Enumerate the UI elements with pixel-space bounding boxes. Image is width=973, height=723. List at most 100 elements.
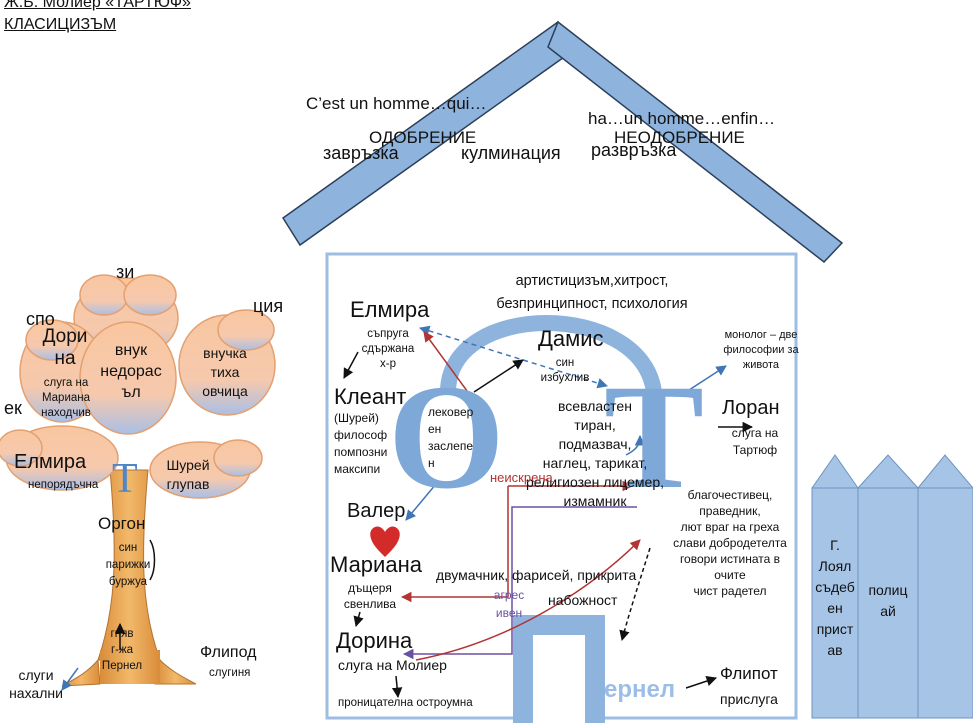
house-damis-desc-1: син (555, 357, 575, 369)
fence-loyal-6: ав (827, 642, 843, 658)
house-tartuffe-trait-1: всевластен (558, 398, 632, 414)
tree-fragment-ek: ек (4, 398, 22, 418)
house-damis-desc-2: избухлив (540, 372, 590, 384)
tree-trunk (61, 469, 197, 687)
fence-loyal-1: Г. (830, 537, 840, 553)
tree-fragment-spo: спо (26, 309, 55, 329)
house-mariana: Мариана (330, 552, 422, 577)
tree-elmira-desc: непорядъчна (28, 479, 99, 491)
fence-police: полиц ай (858, 580, 918, 622)
tree-grandson-2: недорас (100, 363, 162, 380)
big-p-shape (513, 615, 605, 723)
house-dorina: Дорина (336, 628, 413, 653)
arrow-to-tartuffe-traits (625, 434, 646, 456)
big-letter-t: Т (604, 354, 705, 520)
house-loran-desc: слуга на Тартюф (720, 425, 790, 459)
plot-climax: кулминация (461, 143, 561, 163)
house-kleant: Клеант (334, 384, 407, 409)
arrow-to-valer (405, 483, 437, 521)
house-blind: лековер ен заслепе н (428, 404, 473, 472)
house-loran-desc-2: Тартюф (732, 443, 778, 457)
arrow-to-monologue (685, 365, 727, 393)
tree-flipod-desc: слугиня (209, 667, 251, 679)
tree-elmira: Елмира (14, 451, 87, 473)
house-top-traits-1: артистицизъм,хитрост, (515, 273, 669, 289)
tree-roots-1: гняв (110, 628, 134, 640)
roof-right-beam (547, 20, 844, 264)
house-tartuffe-trait-3: подмазвач, (558, 436, 632, 452)
tree-foliage (0, 274, 276, 499)
tree-orgon-desc-2: парижки (105, 559, 151, 571)
house-loran: Лоран (722, 397, 780, 419)
tree-shurey-2: глупав (166, 476, 210, 492)
house-monologue-3: живота (742, 359, 780, 371)
house-flipot: Флипот (720, 664, 778, 683)
big-letter-o: О (388, 354, 505, 520)
tree-orgon-desc-1: син (118, 542, 138, 554)
house-mariana-desc-2: свенлива (343, 597, 397, 611)
house-valer: Валер (347, 500, 406, 522)
bracket-orgon (149, 539, 156, 581)
plot-exposition: завръзка (323, 143, 399, 163)
house-flipot-desc: прислуга (720, 691, 778, 707)
arrow-dorina-down (391, 675, 403, 699)
fence-loyal-5: прист (816, 621, 854, 637)
house-top-traits: артистицизъм,хитрост, безпринципност, пс… (472, 270, 712, 316)
tree-granddaughter-2: тиха (210, 364, 240, 380)
arrow-to-mariana (400, 486, 509, 603)
house-damis-desc: син избухлив (540, 356, 590, 386)
arrow-to-flipot (685, 676, 717, 689)
house-blind-4: н (428, 456, 435, 470)
tree-dorina: Дори на (40, 326, 90, 370)
house-monologue-2: философии за (723, 344, 799, 356)
tree-fragment-tsiya: ция (253, 296, 284, 316)
tree-granddaughter-1: внучка (203, 345, 247, 361)
fence-police-1: полиц (868, 582, 908, 598)
tree-roots-2: г-жа (110, 644, 134, 656)
tree-servants-1: слуги (18, 667, 54, 683)
house-mariana-desc-1: дъщеря (348, 581, 392, 595)
house-tartuffe-trait-2: тиран, (574, 417, 616, 433)
arrow-servants (61, 667, 79, 691)
arrow-to-elmira-red (423, 331, 471, 396)
page-title: Ж.Б. Молиер «ТАРТЮФ» (4, 0, 191, 11)
house-good-traits: благочестивец, праведник, лют враг на гр… (664, 487, 796, 599)
house-tartuffe-trait-6: измамник (563, 493, 627, 509)
tree-grandson-1: внук (114, 342, 148, 359)
tree-roots-3: Пернел (101, 660, 143, 672)
house-tartuffe-trait-5: религиозен лицемер, (525, 474, 665, 490)
fence-loyal-4: ен (827, 600, 843, 616)
house-dorina-desc: слуга на Молиер (338, 657, 447, 673)
house-kleant-desc-1: (Шурей) (334, 411, 379, 425)
house-piety: набожност (548, 592, 618, 608)
house-damis: Дамис (538, 326, 604, 351)
tree-fragment-zi: зи (116, 262, 135, 282)
arrow-to-dorina (402, 506, 637, 660)
fence-police-2: ай (880, 603, 896, 619)
tree-servants: слуги нахални (6, 666, 66, 702)
house-good-trait-2: праведник, (699, 504, 761, 518)
tree-dorina-line2: на (54, 348, 76, 369)
tree-grandson: внук недорас ъл (98, 340, 164, 403)
house-aggressive-1: агрес (493, 588, 525, 602)
fence-loyal: Г. Лоял съдеб ен прист ав (812, 535, 858, 661)
house-elmira-desc-3: х-р (380, 358, 396, 370)
roof-disapproval: НЕОДОБРЕНИЕ (614, 128, 745, 147)
house-mariana-desc: дъщеря свенлива (338, 580, 402, 612)
pernel-suffix: ернел (604, 676, 676, 703)
house-tartuffe-trait-4: наглец, тарикат, (542, 455, 648, 471)
house-monologue-1: монолог – две (724, 329, 798, 341)
house-kleant-desc: (Шурей) философ помпозни максипи (334, 410, 387, 478)
house-hypocrite: двумачник, фарисей, прикрита (436, 567, 637, 583)
tree-roots: гняв г-жа Пернел (98, 626, 146, 674)
house-good-trait-7: чист радетел (693, 584, 767, 598)
tree-granddaughter-3: овчица (202, 383, 248, 399)
heart-icon (370, 526, 400, 557)
roof-approval: ОДОБРЕНИЕ (369, 128, 477, 147)
tree-dorina-desc: слуга на Мариана находчив (34, 376, 98, 421)
roof-quote-right: ha…un homme…enfin… (588, 109, 776, 128)
plot-resolution: развръзка (591, 140, 677, 160)
house-good-trait-6: очите (714, 568, 746, 582)
roof (281, 20, 844, 264)
